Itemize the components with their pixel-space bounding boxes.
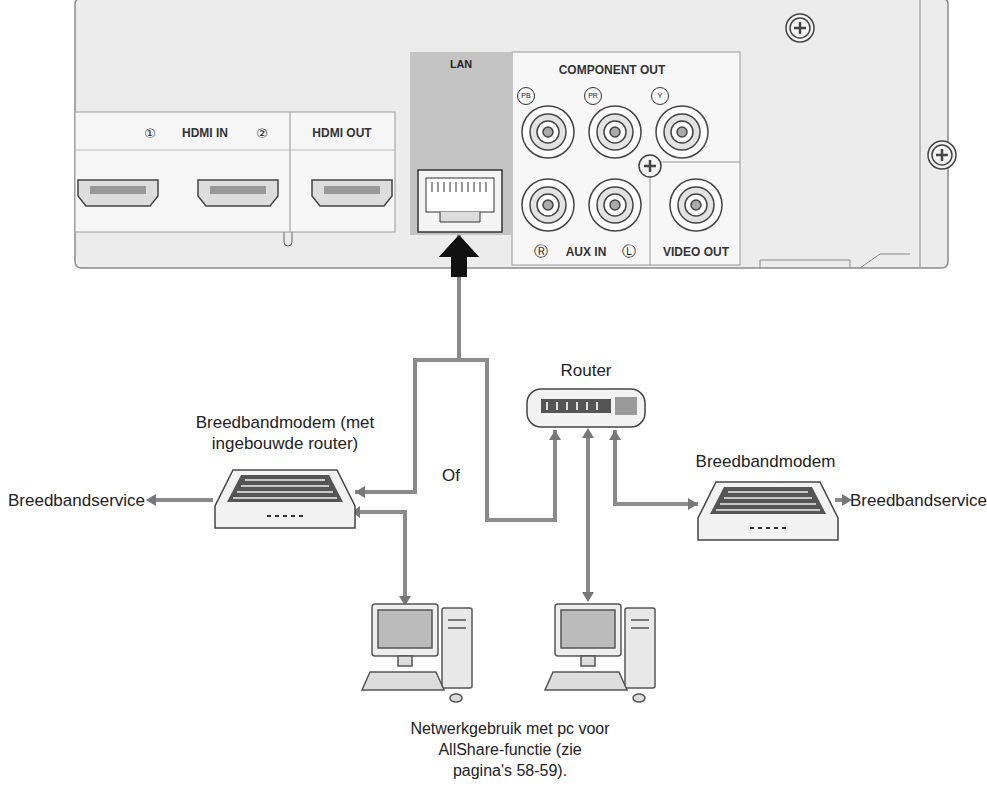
service-label: Breedbandservice: [8, 491, 145, 511]
or-label: Of: [442, 466, 460, 486]
rca-jacks: [522, 106, 722, 231]
jack-marker: PR: [584, 87, 602, 105]
device-label: Breedbandmodem: [671, 451, 861, 472]
modem-router: Breedbandmodem (met ingebouwde router): [215, 470, 355, 528]
router-shape: [527, 385, 645, 430]
network-cable: [355, 235, 459, 492]
port-label: HDMI IN: [182, 126, 228, 140]
lan-shape: [410, 52, 512, 235]
channel-marker: Ⓡ: [534, 243, 548, 261]
device-label: Router: [526, 360, 646, 381]
rear-panel: [75, 0, 948, 268]
jack-marker: Y: [651, 87, 669, 105]
device-label: Breedbandmodem (met ingebouwde router): [185, 412, 385, 455]
modem-shape: [698, 482, 833, 538]
pc-left: [362, 604, 472, 702]
service-label: Breedbandservice: [850, 491, 987, 511]
jack-marker: PB: [517, 87, 535, 105]
port-heading: LAN: [410, 58, 512, 71]
lan-panel: LAN: [410, 52, 512, 235]
hdmi-ports: [78, 180, 392, 206]
port-label: AUX IN: [566, 245, 607, 259]
channel-marker: Ⓛ: [622, 243, 636, 261]
port-label: VIDEO OUT: [663, 245, 729, 259]
port-number: ①: [144, 126, 156, 141]
pc-right: [545, 604, 655, 702]
note-text: Netwerkgebruik met pc voor AllShare-func…: [410, 718, 610, 781]
network-cable: [459, 235, 555, 520]
modem-body: [215, 470, 355, 528]
router-body: [527, 389, 645, 427]
network-cable: [615, 430, 698, 504]
router: Router: [527, 385, 645, 430]
port-label: HDMI OUT: [312, 126, 371, 140]
screws: [639, 14, 956, 177]
modem-body: [698, 482, 838, 540]
port-label: COMPONENT OUT: [559, 63, 666, 77]
modem: Breedbandmodem: [698, 482, 833, 538]
port-number: ②: [256, 126, 268, 141]
ethernet-jack: [418, 170, 502, 232]
modem-shape: [215, 470, 355, 528]
